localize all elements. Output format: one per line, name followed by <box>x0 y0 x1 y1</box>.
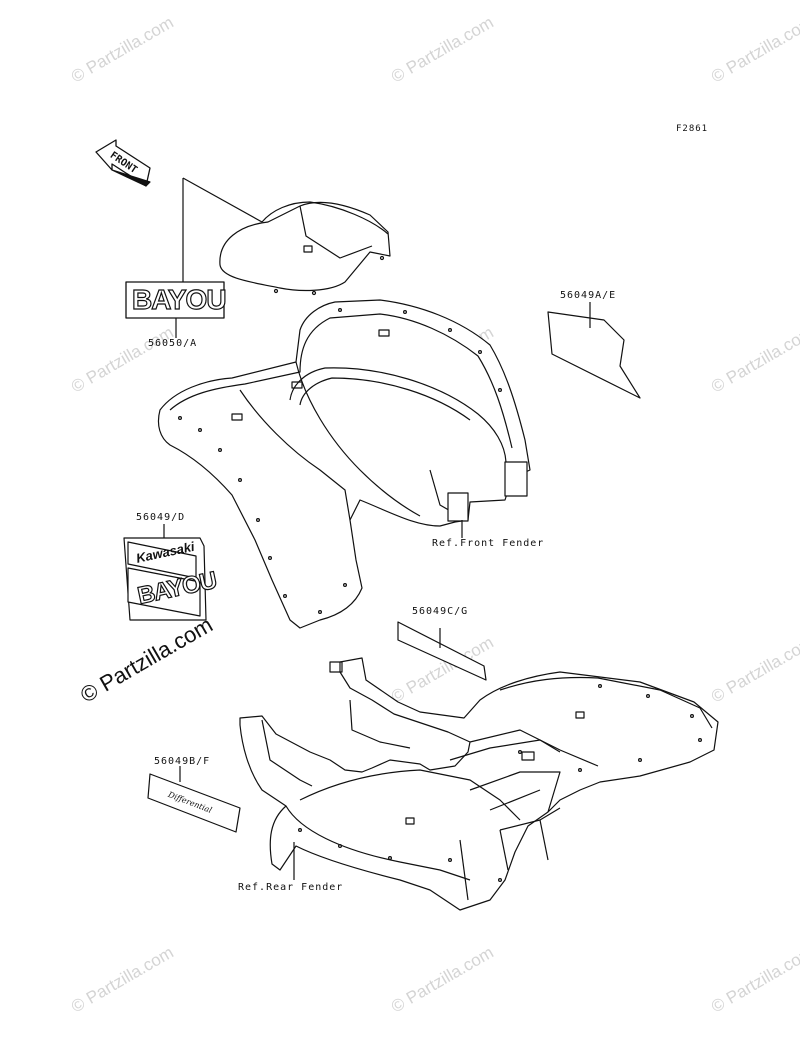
figure-code: F2861 <box>676 124 709 134</box>
part-number-56050: 56050/A <box>148 338 198 349</box>
headlight-cover <box>219 201 391 296</box>
kawasaki-bayou-decal <box>123 537 207 621</box>
front-fender <box>157 299 531 629</box>
bayou-decal <box>125 281 225 319</box>
leader-line <box>182 177 263 223</box>
front-arrow-icon <box>95 139 151 187</box>
part-number-56049c: 56049C/G <box>412 606 469 617</box>
sticker-56049c <box>397 621 487 681</box>
ref-front-fender: Ref.Front Fender <box>432 538 545 549</box>
sticker-56049a <box>547 311 641 399</box>
bayou-decal-text: BAYOU <box>131 283 227 315</box>
ref-rear-fender: Ref.Rear Fender <box>238 882 344 893</box>
rear-fender <box>239 657 719 911</box>
differential-decal <box>147 773 241 833</box>
part-number-56049d: 56049/D <box>136 512 186 523</box>
part-number-56049b: 56049B/F <box>154 756 211 767</box>
part-number-56049a: 56049A/E <box>560 290 617 301</box>
